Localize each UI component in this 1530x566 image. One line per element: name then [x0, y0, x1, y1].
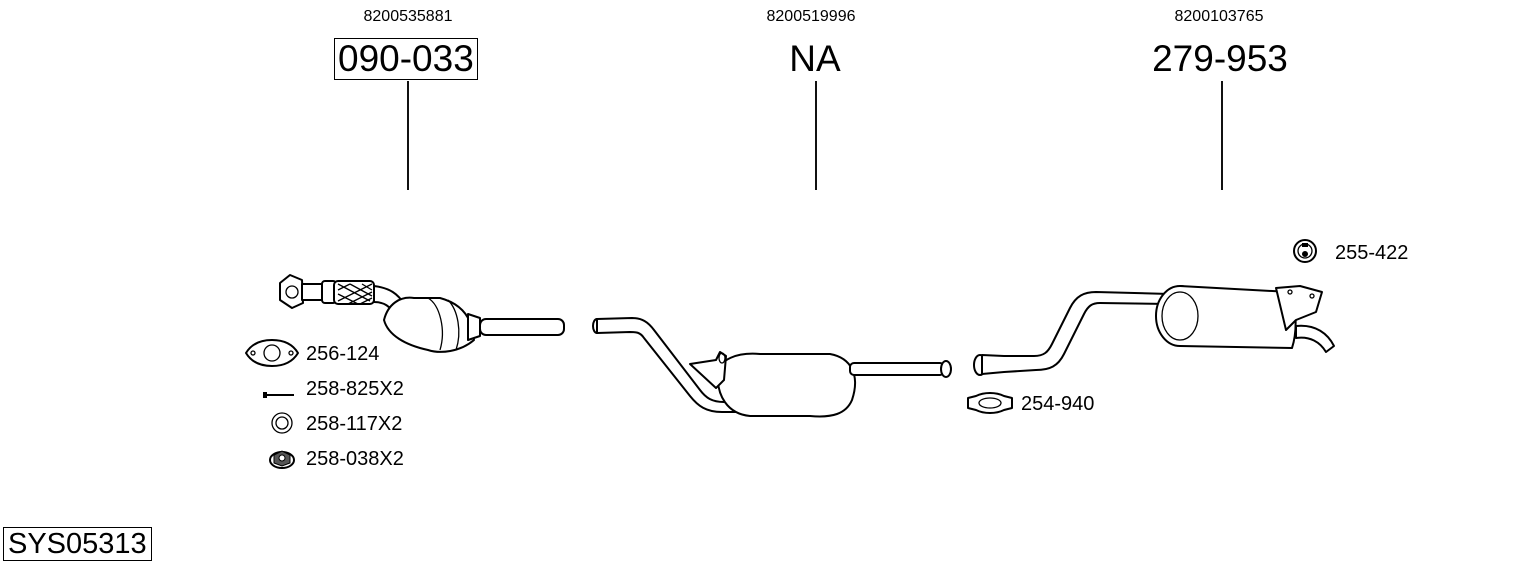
oem-number-2: 8200519996 — [766, 8, 856, 25]
accessory-label-gasket[interactable]: 256-124 — [306, 343, 380, 365]
pipe-clamp-icon — [967, 392, 1013, 414]
system-code-label: SYS05313 — [3, 527, 152, 561]
oem-number-1: 8200535881 — [363, 8, 453, 25]
rear-silencer-drawing[interactable] — [973, 285, 1335, 376]
leader-line-3 — [1221, 81, 1223, 190]
leader-line-2 — [815, 81, 817, 190]
part-number-2[interactable]: NA — [789, 38, 841, 79]
accessory-label-bolt[interactable]: 258-825X2 — [306, 378, 404, 400]
accessory-label-clamp[interactable]: 254-940 — [1021, 393, 1095, 415]
bolt-icon — [263, 392, 294, 398]
middle-silencer-drawing[interactable] — [592, 317, 952, 418]
part-number-1[interactable]: 090-033 — [334, 38, 478, 80]
catalytic-converter-drawing[interactable] — [279, 274, 565, 353]
accessory-label-nut[interactable]: 258-038X2 — [306, 448, 404, 470]
accessory-label-washer[interactable]: 258-117X2 — [306, 413, 403, 435]
rubber-mount-icon — [1293, 239, 1317, 263]
accessory-label-rubber-mount[interactable]: 255-422 — [1335, 242, 1409, 264]
flange-nut-icon — [269, 450, 295, 469]
washer-ring-icon — [271, 412, 293, 434]
gasket-icon — [245, 339, 299, 367]
oem-number-3: 8200103765 — [1174, 8, 1264, 25]
part-number-3[interactable]: 279-953 — [1152, 38, 1288, 79]
leader-line-1 — [407, 81, 409, 190]
